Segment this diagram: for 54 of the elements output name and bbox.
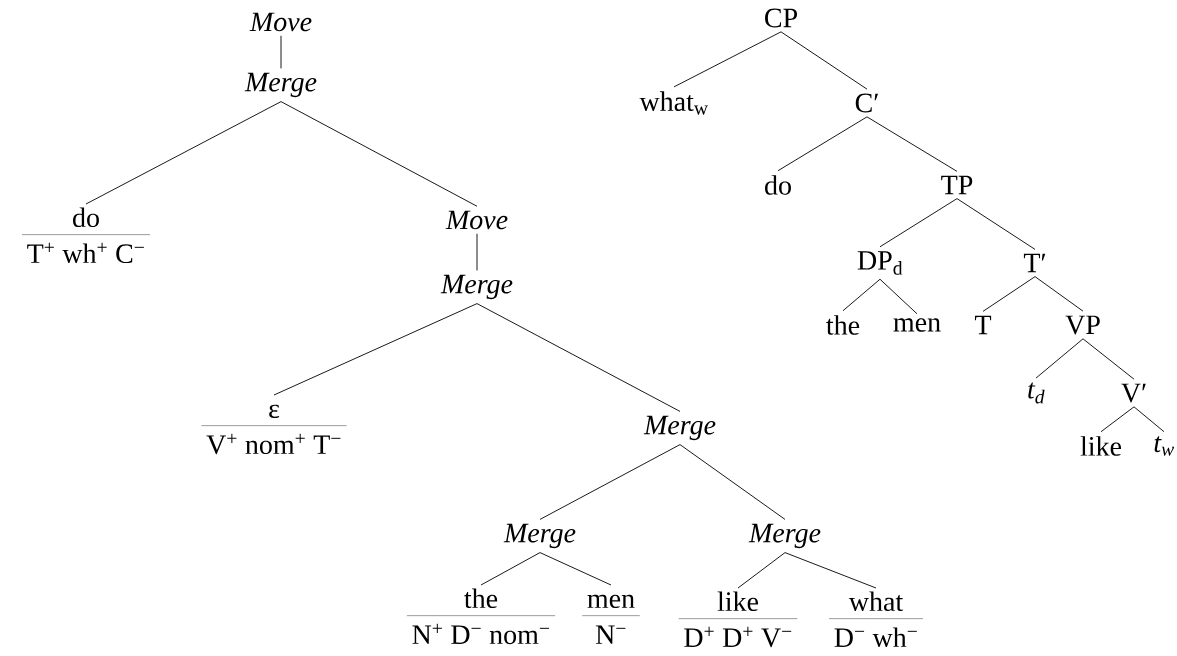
tree-label: CP <box>765 8 797 28</box>
tree-label: men <box>893 318 941 332</box>
tree-label: T′ <box>1023 253 1046 273</box>
tree-label: VP <box>1065 315 1100 335</box>
branch-line <box>1034 276 1084 312</box>
operation-label: Merge <box>440 274 513 300</box>
branch-line <box>280 35 282 69</box>
tree-label: t$_{w}$ <box>1154 436 1175 456</box>
branch-line <box>476 233 478 271</box>
operation-label: Move <box>445 210 508 230</box>
branch-line <box>737 552 786 589</box>
branch-line <box>982 276 1036 312</box>
tree-label: do <box>765 175 791 195</box>
branch-line <box>842 278 881 312</box>
branch-line <box>273 303 478 396</box>
lexical-item: ε V$^{+}$ nom$^{+}$ T$^{−}$ <box>201 404 347 455</box>
lexical-item: do T$^{+}$ wh$^{+}$ C$^{−}$ <box>21 207 151 264</box>
branch-line <box>476 303 681 412</box>
tree-label: TP <box>941 175 973 195</box>
lexical-item: the N$^{+}$ D$^{−}$ nom$^{−}$ <box>406 588 556 645</box>
branch-line <box>879 198 958 248</box>
branch-line <box>879 278 918 315</box>
operation-label: Move <box>249 12 312 32</box>
branch-line <box>1035 338 1084 379</box>
tree-label: DP$_{d}$ <box>857 251 903 275</box>
lexical-item: like D$^{+}$ D$^{+}$ V$^{−}$ <box>678 591 798 648</box>
operation-label: Merge <box>643 415 716 441</box>
branch-line <box>539 552 612 586</box>
operation-label: Merge <box>748 523 821 549</box>
operation-label: Merge <box>244 72 317 98</box>
tree-label: t$_{d}$ <box>1028 382 1045 404</box>
tree-label: C′ <box>855 93 878 113</box>
branch-line <box>673 31 782 88</box>
branch-line <box>1100 406 1135 433</box>
lexical-item: men N$^{−}$ <box>582 594 640 644</box>
tree-label: like <box>1080 436 1122 456</box>
branch-line <box>85 101 282 205</box>
tree-label: what$_{w}$ <box>639 91 708 115</box>
operation-label: Merge <box>503 523 576 549</box>
branch-line <box>780 31 868 90</box>
branch-line <box>280 101 478 207</box>
branch-line <box>1082 338 1135 380</box>
tree-label: T <box>974 315 992 335</box>
branch-line <box>679 444 786 520</box>
branch-line <box>866 116 958 172</box>
branch-line <box>480 552 541 586</box>
branch-line <box>1133 406 1165 433</box>
branch-line <box>539 444 681 520</box>
branch-line <box>777 116 868 172</box>
branch-line <box>956 198 1036 250</box>
tree-label: V′ <box>1121 383 1146 403</box>
branch-line <box>784 552 877 589</box>
lexical-item: what D$^{−}$ wh$^{−}$ <box>828 591 924 648</box>
tree-label: the <box>826 315 860 335</box>
